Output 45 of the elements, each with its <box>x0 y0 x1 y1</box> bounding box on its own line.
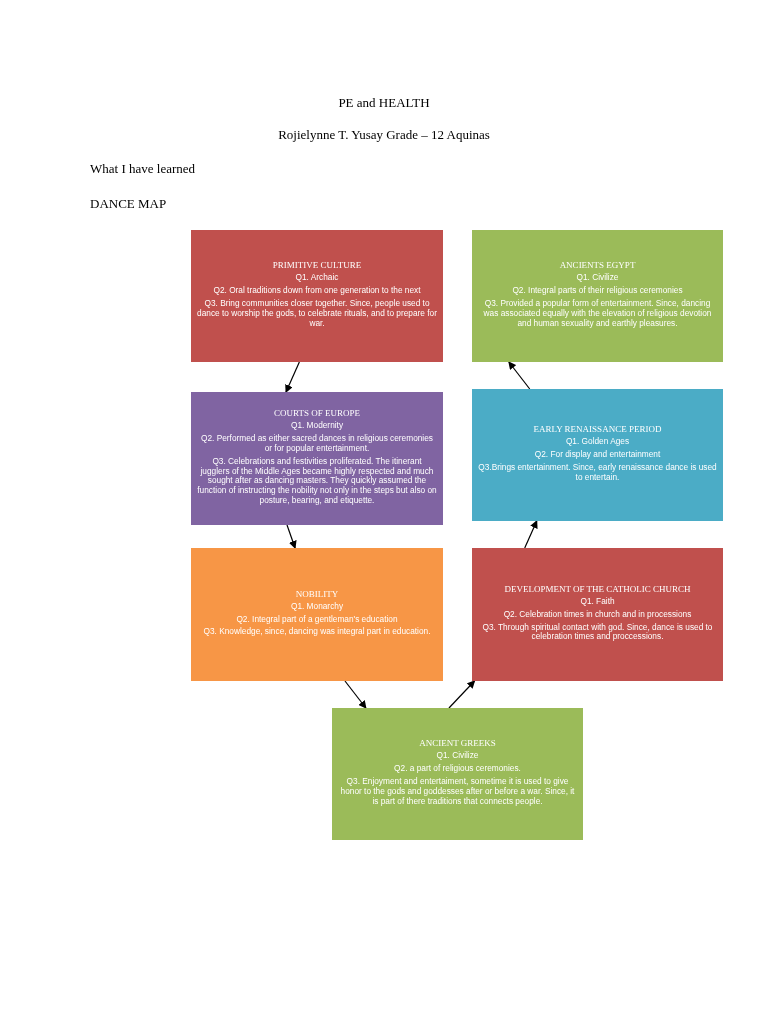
author-line: Rojielynne T. Yusay Grade – 12 Aquinas <box>278 127 490 142</box>
box-heading: ANCIENT GREEKS <box>419 738 496 749</box>
box-heading: DEVELOPMENT OF THE CATHOLIC CHURCH <box>504 583 691 594</box>
box-heading: NOBILITY <box>295 588 339 599</box>
box-heading: ANCIENTS EGYPT <box>559 260 636 271</box>
answer-text: Q2. For display and entertainment <box>534 450 661 460</box>
topic-box <box>191 548 443 681</box>
answer-text: Q2. Performed as either sacred dances in religious ceremonies or for popular entertainment. <box>200 433 434 454</box>
answer-text: Q2. Oral traditions down from one generation to the next <box>213 286 421 296</box>
topic-box <box>472 548 723 681</box>
section-heading: DANCE MAP <box>90 196 167 211</box>
section-heading: What I have learned <box>90 161 196 176</box>
topic-box <box>191 392 443 525</box>
answer-text: Q3.Brings entertainment. Since, early renaissance dance is used to entertain. <box>478 463 717 483</box>
answer-text: Q3. Enjoyment and entertaiment, sometime it is used to give honor to the gods and goddesses after or before a war. Since, it is part of there traditions that connects people. <box>339 777 576 807</box>
title: PE and HEALTH <box>338 95 430 110</box>
answer-text: Q1. Modernity <box>290 420 344 431</box>
answer-text: Q1. Archaic <box>295 273 339 284</box>
answer-text: Q1. Faith <box>580 596 615 607</box>
topic-box <box>472 230 723 362</box>
answer-text: Q1. Monarchy <box>290 601 344 612</box>
answer-text: Q1. Civilize <box>436 751 479 762</box>
arrow <box>448 680 476 709</box>
answer-text: Q3. Provided a popular form of entertainment. Since, dancing was associated equally with the elevation of religious devotion and human sexuality and earthly pleasures. <box>482 299 713 329</box>
answer-text: Q2. a part of religious ceremonies. <box>394 764 521 774</box>
answer-text: Q2. Integral parts of their religious ceremonies <box>512 286 683 296</box>
answer-text: Q3. Through spiritual contact with god. Since, dance is used to celebration times and proccessions. <box>481 622 714 643</box>
arrow <box>286 524 297 549</box>
answer-text: Q3. Bring communities closer together. Since, people used to dance to worship the gods, to celebrate rituals, and to prepare for war. <box>197 299 437 329</box>
box-heading: COURTS OF EUROPE <box>274 407 360 418</box>
arrow <box>344 680 367 709</box>
box-heading: EARLY RENAISSANCE PERIOD <box>533 424 662 435</box>
arrow <box>285 361 300 393</box>
arrow <box>524 520 538 549</box>
topic-box <box>191 230 443 362</box>
answer-text: Q1. Golden Ages <box>565 437 630 448</box>
answer-text: Q3. Celebrations and festivities proliferated. The itinerant jugglers of the Middle Ages became highly respected and much sought after as dancing masters. They quickly assumed the function of instructing the nobility not only in the steps but also on posture, bearing, and etiquette. <box>197 456 437 507</box>
answer-text: Q1. Civilize <box>576 273 619 284</box>
arrow <box>508 361 531 390</box>
answer-text: Q3. Knowledge, since, dancing was integral part in education. <box>203 627 431 638</box>
answer-text: Q2. Celebration times in church and in processions <box>503 609 692 620</box>
box-heading: PRIMITIVE CULTURE <box>272 260 362 271</box>
topic-box <box>332 708 583 840</box>
answer-text: Q2. Integral part of a gentleman's education <box>236 614 398 625</box>
topic-box <box>472 389 723 521</box>
